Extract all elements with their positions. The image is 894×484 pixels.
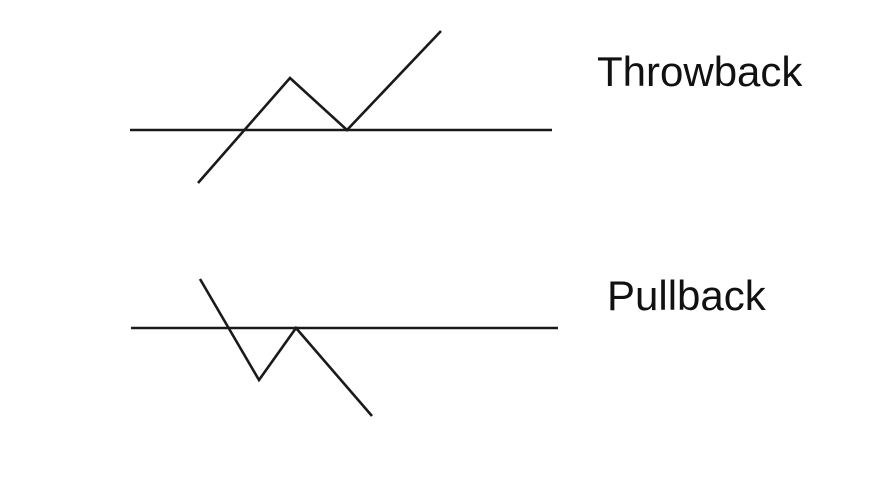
throwback-figure (130, 30, 552, 184)
pullback-price-path (198, 278, 373, 417)
throwback-label: Throwback (597, 48, 803, 95)
pullback-figure (131, 278, 558, 417)
throwback-price-path (197, 30, 442, 184)
pullback-label: Pullback (607, 272, 766, 319)
